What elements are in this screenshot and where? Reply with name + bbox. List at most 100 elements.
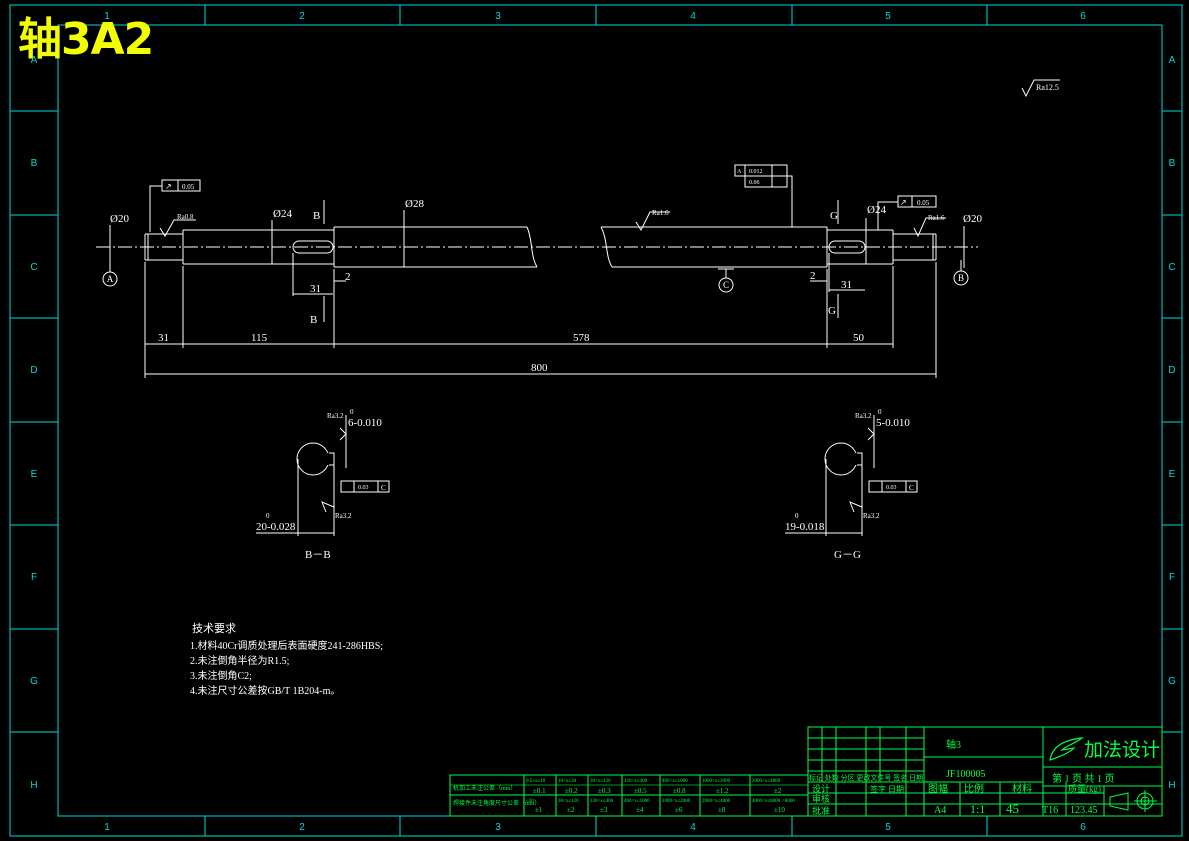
tb-drawing-no: JF100005 xyxy=(946,769,985,780)
row-label-h-right: H xyxy=(1168,780,1175,791)
col-label-1-bottom: 1 xyxy=(104,822,110,833)
section-g-depth: 19-0.018 xyxy=(785,521,825,533)
note-3: 3.未注倒角C2; xyxy=(190,669,252,682)
tol-range-4: 120<x≤400 xyxy=(624,779,648,784)
cut-b-top: B xyxy=(313,210,320,222)
tb-material-code: T16 xyxy=(1042,805,1058,816)
row-label-c: C xyxy=(30,262,37,273)
dim-d28: Ø28 xyxy=(405,198,424,210)
fcf-right-symbol: ↗ xyxy=(900,198,907,207)
section-cut-marks: B B G G xyxy=(310,200,839,326)
col-label-5-bottom: 5 xyxy=(885,822,891,833)
tb-part-name: 轴3 xyxy=(946,738,961,751)
tolerance-frames-main: ↗ 0.05 A 0.012 0.06 ↗ 0.05 xyxy=(149,164,937,232)
watermark-stamp: 轴3A2 xyxy=(18,14,154,65)
dim-31: 31 xyxy=(158,332,169,344)
row-label-a: A xyxy=(31,55,38,66)
note-1: 1.材料40Cr调质处理后表面硬度241-286HBS; xyxy=(190,639,383,652)
tol-r2-range-1: ≤30 xyxy=(526,799,534,804)
fcf-top-a-label: A xyxy=(737,169,742,175)
section-b-depth-sup: 0 xyxy=(266,512,270,520)
tb-material: 45 xyxy=(1006,801,1019,816)
keyway-dimensions: 31 2 31 2 xyxy=(292,253,865,296)
global-roughness-label: Ra12.5 xyxy=(1036,83,1059,92)
tol-val-2: ±0.2 xyxy=(565,787,578,795)
tol-r2-range-7: 4000<x≤8000 xyxy=(752,799,781,804)
section-g-width-sup: 0 xyxy=(878,408,882,416)
col-label-2-bottom: 2 xyxy=(299,822,305,833)
cut-b-bottom: B xyxy=(310,314,317,326)
notes-title: 技术要求 xyxy=(192,622,236,635)
row-label-h: H xyxy=(30,780,37,791)
tb-mass: 123.45 xyxy=(1070,805,1098,816)
section-b-sym-datum: C xyxy=(381,484,386,492)
tol-r2-range-5: 1000<x≤2000 xyxy=(662,799,691,804)
tol-range-5: 400<x≤1000 xyxy=(662,779,688,784)
fcf-left-value: 0.05 xyxy=(182,183,195,191)
dim-800: 800 xyxy=(531,362,548,374)
tol-row2-label: 焊接件未注角度尺寸公差（mm） xyxy=(453,799,540,807)
row-label-e-right: E xyxy=(1169,469,1176,480)
tb-scale-label: 比例 xyxy=(964,782,984,795)
cut-g-bottom: G xyxy=(828,305,836,317)
cut-g-top: G xyxy=(830,210,838,222)
tol-range-6: 1000<x≤2000 xyxy=(702,779,731,784)
length-dimensions: 31 115 578 50 800 xyxy=(144,262,937,378)
title-block: 标记 处数 分区 更改文件号 签名 日期 设计 审核 批准 签字 日期 轴3 J… xyxy=(807,726,1163,817)
dim-d20-right: Ø20 xyxy=(963,213,982,225)
border-frame: 1 2 3 4 5 6 1 2 3 4 5 6 A B C D E F G H … xyxy=(9,4,1183,837)
dim-gap-right: 2 xyxy=(810,270,816,282)
tol-r2-val-1: ±1 xyxy=(535,806,543,814)
tol-r2-val-3: ±3 xyxy=(600,806,608,814)
row-label-c-right: C xyxy=(1168,262,1175,273)
section-b-sym-value: 0.03 xyxy=(358,485,369,491)
row-label-g-right: G xyxy=(1168,676,1176,687)
section-b-roughness: Ra3.2 xyxy=(335,512,352,520)
col-label-4: 4 xyxy=(690,11,696,22)
tol-val-4: ±0.5 xyxy=(634,787,647,795)
row-label-d: D xyxy=(30,365,37,376)
row-label-f-right: F xyxy=(1169,572,1175,583)
tol-val-1: ±0.1 xyxy=(533,787,546,795)
section-g-depth-sup: 0 xyxy=(795,512,799,520)
tol-r2-range-3: 120<x≤400 xyxy=(590,799,614,804)
section-g-sym-datum: C xyxy=(909,484,914,492)
tb-scale: 1:1 xyxy=(970,802,985,816)
tol-r2-range-6: 2000<x≤4000 xyxy=(702,799,731,804)
tol-range-1: 0.5≤x≤10 xyxy=(526,779,546,784)
section-g-title: G－G xyxy=(834,549,861,561)
roughness-middle: Ra1.6 xyxy=(652,209,669,217)
tb-size: A4 xyxy=(934,805,946,816)
section-g-roughness-top: Ra3.2 xyxy=(855,412,872,420)
col-label-2: 2 xyxy=(299,11,305,22)
dim-50: 50 xyxy=(853,332,865,344)
roughness-left: Ra0.8 xyxy=(177,213,194,221)
tb-size-label: 图幅 xyxy=(928,782,948,795)
section-g-width: 5-0.010 xyxy=(876,417,910,429)
company-logo-icon xyxy=(1049,737,1085,761)
datum-a: A xyxy=(107,274,114,284)
row-label-b-right: B xyxy=(1169,158,1176,169)
row-label-g: G xyxy=(30,676,38,687)
tol-r2-val-7: ±10 xyxy=(774,806,785,814)
tol-r2-range-2: 30<x≤120 xyxy=(558,799,579,804)
tol-r2-val-5: ±6 xyxy=(675,806,683,814)
tol-val-3: ±0.3 xyxy=(598,787,611,795)
tb-check: 审核 xyxy=(812,793,830,804)
fcf-right-value: 0.05 xyxy=(917,199,930,207)
technical-notes: 技术要求 1.材料40Cr调质处理后表面硬度241-286HBS; 2.未注倒角… xyxy=(190,622,383,697)
tb-mass-label: 质量(kg) xyxy=(1068,783,1101,794)
row-label-a-right: A xyxy=(1169,55,1176,66)
dim-d24-right: Ø24 xyxy=(867,204,886,216)
dim-578: 578 xyxy=(573,332,590,344)
col-label-6: 6 xyxy=(1080,11,1086,22)
section-g-sym-value: 0.03 xyxy=(886,485,897,491)
tb-company: 加法设计 xyxy=(1084,739,1160,761)
fcf-left-symbol: ↗ xyxy=(165,182,172,191)
note-2: 2.未注倒角半径为R1.5; xyxy=(190,654,290,667)
tol-val-7: ±2 xyxy=(774,787,782,795)
tol-r2-range-4: 400<x≤1000 xyxy=(624,799,650,804)
section-b-title: B－B xyxy=(305,549,331,561)
tb-design: 设计 xyxy=(812,783,830,794)
dim-d24-left: Ø24 xyxy=(273,208,292,220)
